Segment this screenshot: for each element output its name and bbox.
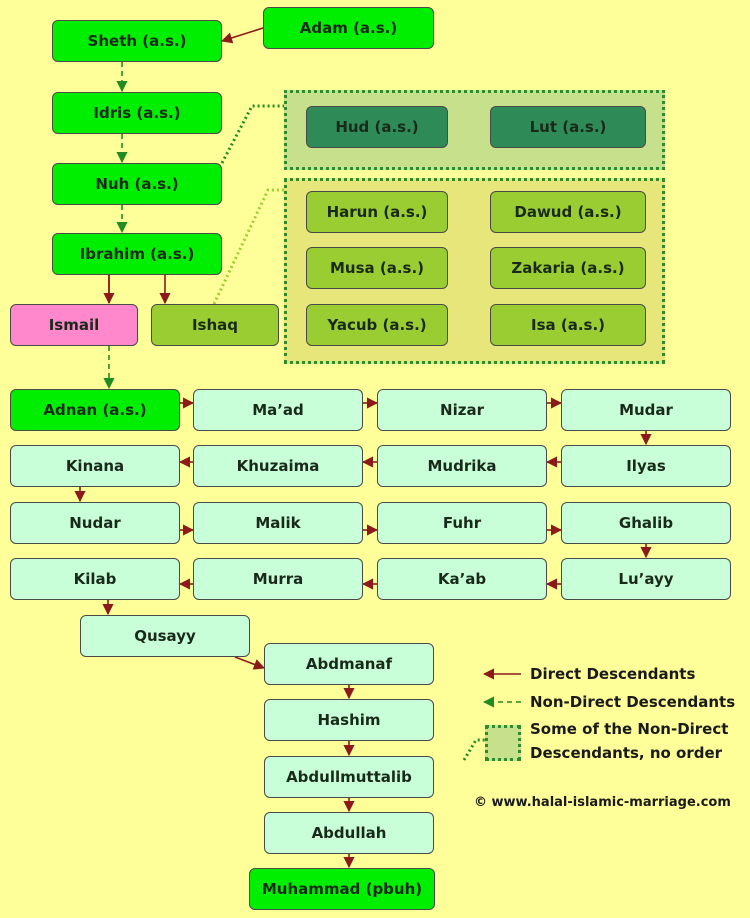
node-abdullah: Abdullah: [264, 812, 434, 854]
node-qusayy: Qusayy: [80, 615, 250, 657]
legend-direct-label: Direct Descendants: [530, 665, 696, 683]
node-muhammad: Muhammad (pbuh): [249, 868, 435, 910]
node-ishaq: Ishaq: [151, 304, 279, 346]
node-abdmanaf: Abdmanaf: [264, 643, 434, 685]
node-yacub: Yacub (a.s.): [306, 304, 448, 346]
node-fuhr: Fuhr: [377, 502, 547, 544]
node-abdullmuttalib: Abdullmuttalib: [264, 756, 434, 798]
node-ilyas: Ilyas: [561, 445, 731, 487]
node-dawud: Dawud (a.s.): [490, 191, 646, 233]
arrow-adam-sheth: [220, 27, 264, 44]
node-mudar: Mudar: [561, 389, 731, 431]
dotted-ishaq-group: [212, 188, 284, 305]
node-isa: Isa (a.s.): [490, 304, 646, 346]
node-ghalib: Ghalib: [561, 502, 731, 544]
legend-group-label-2: Descendants, no order: [530, 744, 723, 762]
node-kilab: Kilab: [10, 558, 180, 600]
node-kaab: Ka’ab: [377, 558, 547, 600]
node-ismail: Ismail: [10, 304, 138, 346]
node-adnan: Adnan (a.s.): [10, 389, 180, 431]
node-nizar: Nizar: [377, 389, 547, 431]
node-malik: Malik: [193, 502, 363, 544]
node-murra: Murra: [193, 558, 363, 600]
node-luayy: Lu’ayy: [561, 558, 731, 600]
arrow-qusayy-abdmanaf: [234, 656, 266, 670]
legend-group-dotted: [462, 738, 485, 761]
node-kinana: Kinana: [10, 445, 180, 487]
node-maad: Ma’ad: [193, 389, 363, 431]
node-khuzaima: Khuzaima: [193, 445, 363, 487]
node-ibrahim: Ibrahim (a.s.): [52, 233, 222, 275]
node-nudar: Nudar: [10, 502, 180, 544]
node-nuh: Nuh (a.s.): [52, 163, 222, 205]
node-idris: Idris (a.s.): [52, 92, 222, 134]
node-harun: Harun (a.s.): [306, 191, 448, 233]
legend-group-label-1: Some of the Non-Direct: [530, 720, 729, 738]
dotted-nuh-group: [220, 104, 284, 164]
copyright-text: © www.halal-islamic-marriage.com: [474, 795, 731, 810]
node-mudrika: Mudrika: [377, 445, 547, 487]
node-zakaria: Zakaria (a.s.): [490, 247, 646, 289]
legend-nondirect-label: Non-Direct Descendants: [530, 693, 736, 711]
legend-group-swatch: [485, 725, 521, 761]
node-adam: Adam (a.s.): [263, 7, 434, 49]
node-hud: Hud (a.s.): [306, 106, 448, 148]
node-lut: Lut (a.s.): [490, 106, 646, 148]
node-musa: Musa (a.s.): [306, 247, 448, 289]
node-hashim: Hashim: [264, 699, 434, 741]
node-sheth: Sheth (a.s.): [52, 20, 222, 62]
